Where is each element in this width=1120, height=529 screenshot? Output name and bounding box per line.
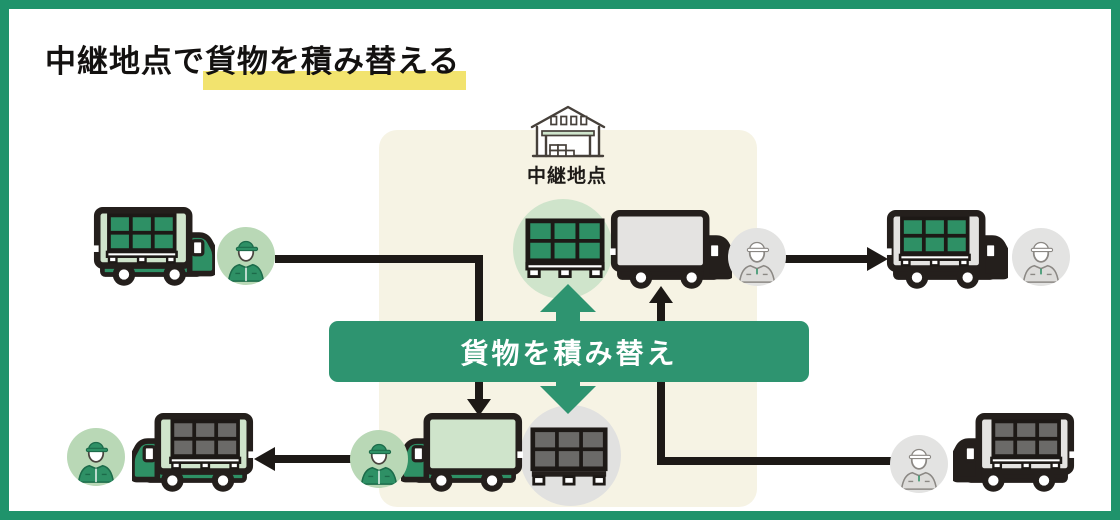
driver-gray-avatar: [890, 435, 948, 493]
relay-point-label: 中継地点: [526, 165, 607, 187]
page-title: 中継地点で貨物を積み替える: [45, 36, 467, 90]
driver-gray-avatar: [1012, 228, 1070, 286]
truck-green-loaded-green-icon: [93, 206, 215, 286]
driver-green-avatar: [350, 430, 408, 488]
driver-gray-avatar: [728, 228, 786, 286]
truck-black-empty-icon: [610, 209, 732, 289]
title-prefix: 中継地点で: [45, 44, 205, 80]
transfer-banner-label: 貨物を積み替え: [460, 336, 678, 370]
truck-black-loaded-green-icon: [886, 209, 1008, 289]
arrowhead-right-icon: [867, 247, 888, 271]
truck-black-loaded-gray-icon: [953, 412, 1075, 492]
arrowhead-left-icon: [254, 447, 275, 471]
green-cargo-pallet-icon: [525, 218, 605, 278]
driver-green-avatar: [67, 428, 125, 486]
warehouse-icon: [530, 105, 606, 158]
truck-green-loaded-gray-icon: [132, 412, 254, 492]
truck-green-empty-icon: [401, 412, 523, 492]
title-highlighted: 貨物を積み替える: [202, 36, 467, 90]
transfer-banner: 貨物を積み替え: [329, 321, 809, 382]
driver-green-avatar: [217, 227, 275, 285]
gray-cargo-pallet-icon: [530, 427, 608, 486]
